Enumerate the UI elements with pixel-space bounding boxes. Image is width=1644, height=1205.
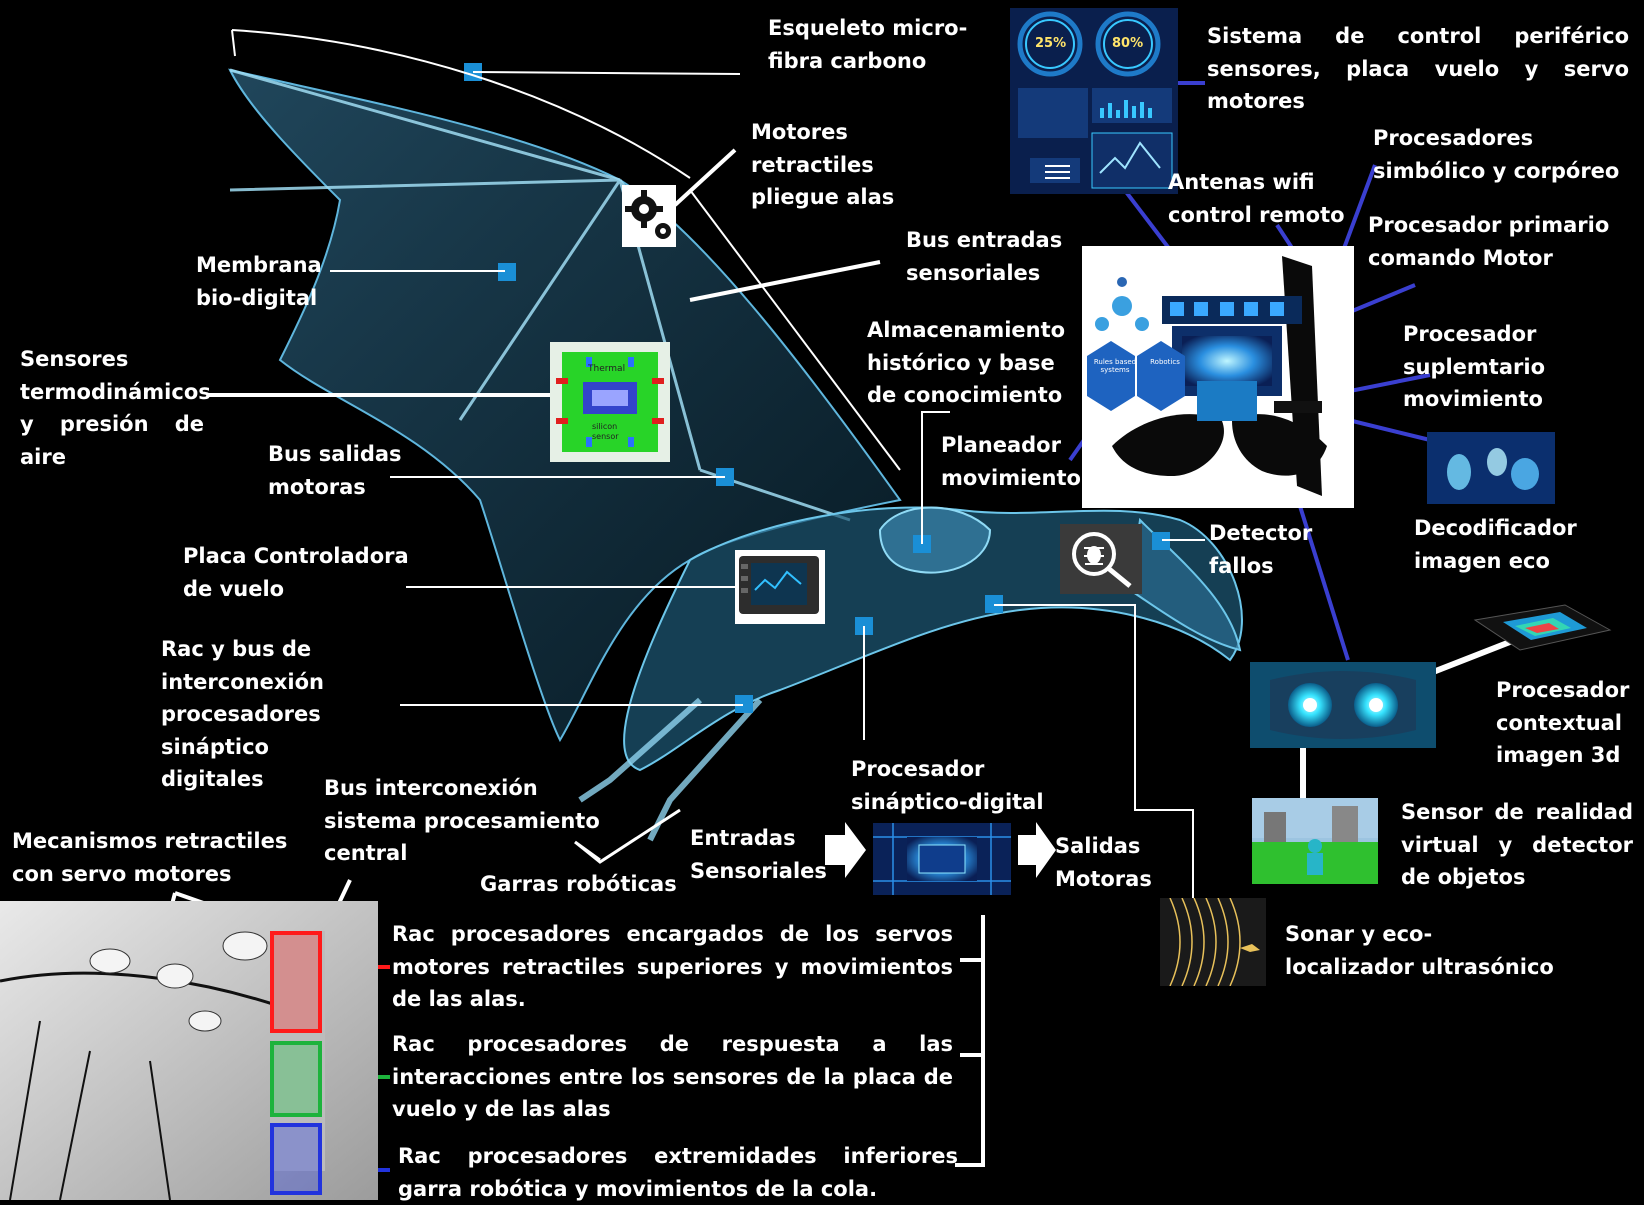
label-placa-controladora: Placa Controladora de vuelo <box>183 544 409 601</box>
label-mecanismos: Mecanismos retractiles con servo motores <box>12 829 288 886</box>
rac-green-box <box>270 1041 322 1117</box>
label-rac-extremidades: Rac procesadores extremidades inferiores… <box>398 1144 958 1201</box>
rac-bracket <box>955 915 985 1167</box>
label-salidas-motoras: Salidas Motoras <box>1055 834 1152 891</box>
label-sensores-termo-text: Sensores termodinámicos y presión de air… <box>20 347 211 469</box>
label-esqueleto: Esqueleto micro- fibra carbono <box>768 16 968 73</box>
label-decodificador: Decodificador imagen eco <box>1414 516 1577 573</box>
gauge-right: 80% <box>1112 36 1144 51</box>
vr-goggles-image <box>1250 662 1436 748</box>
rac-blue-box <box>270 1123 322 1195</box>
label-sensores-termo: Sensores termodinámicos y presión de air… <box>20 343 211 473</box>
leader-lines <box>158 29 1517 951</box>
robotics-label: Robotics <box>1150 358 1180 366</box>
central-processing-image: Rules based systems Robotics <box>1082 246 1354 508</box>
label-procesador-suplementario: Procesador suplemtario movimiento <box>1403 322 1545 411</box>
label-almacenamiento: Almacenamiento histórico y base de conoc… <box>867 318 1066 407</box>
label-entradas-sensoriales: Entradas Sensoriales <box>690 826 827 883</box>
label-rac-respuesta: Rac procesadores de respuesta a las inte… <box>392 1032 953 1121</box>
gear-icon <box>625 190 671 239</box>
label-procesador-primario: Procesador primario comando Motor <box>1368 213 1610 270</box>
gear-icon-box <box>622 185 676 247</box>
thermal-sensor-image: Thermal silicon sensor <box>550 342 670 462</box>
bat-right-wing <box>1128 517 1242 652</box>
robot-wing-photo <box>0 901 378 1200</box>
label-antenas: Antenas wifi control remoto <box>1168 170 1345 227</box>
arrow-right-icon <box>825 822 1056 878</box>
label-rac-servos: Rac procesadores encargados de los servo… <box>392 922 953 1011</box>
thermal-label: Thermal <box>588 364 626 374</box>
label-procesadores-simbolico: Procesadores simbólico y corpóreo <box>1373 126 1620 183</box>
flight-controller-image <box>735 550 825 624</box>
label-bus-entradas: Bus entradas sensoriales <box>906 228 1063 285</box>
label-procesador-sinaptico: Procesador sináptico-digital <box>851 757 1044 814</box>
sonar-image <box>1160 898 1266 986</box>
label-garras: Garras robóticas <box>480 872 677 896</box>
echo-image <box>1427 432 1555 504</box>
3d-terrain-image <box>1465 600 1615 674</box>
rules-label: Rules based systems <box>1093 358 1137 374</box>
silicon-label: silicon sensor <box>592 422 619 441</box>
gauge-left: 25% <box>1035 36 1067 51</box>
label-bus-salidas: Bus salidas motoras <box>268 442 402 499</box>
magnifier-icon <box>1106 566 1132 588</box>
bug-icon <box>1072 532 1132 588</box>
bat-wing-bones <box>229 68 851 522</box>
label-motores-retractiles: Motores retractiles pliegue alas <box>751 120 895 209</box>
label-sistema-control: Sistema de control periférico sensores, … <box>1207 24 1629 113</box>
label-detector-fallos: Detector fallos <box>1209 521 1313 578</box>
label-rac-bus: Rac y bus de interconexión procesadores … <box>161 637 324 791</box>
label-sonar: Sonar y eco- localizador ultrasónico <box>1285 922 1554 979</box>
label-membrana: Membrana bio-digital <box>196 253 322 310</box>
label-sensor-realidad: Sensor de realidad virtual y detector de… <box>1401 800 1633 889</box>
label-procesador-contextual: Procesador contextual imagen 3d <box>1496 678 1630 767</box>
rac-red-box <box>270 931 322 1033</box>
label-bus-interconexion: Bus interconexión sistema procesamiento … <box>324 776 600 865</box>
dashboard-image: 25% 80% <box>1010 8 1178 194</box>
vr-scene-image <box>1252 798 1378 884</box>
synaptic-chip-image <box>873 823 1011 895</box>
bug-detector-icon-box <box>1060 524 1142 594</box>
label-planeador: Planeador movimiento <box>941 433 1081 490</box>
